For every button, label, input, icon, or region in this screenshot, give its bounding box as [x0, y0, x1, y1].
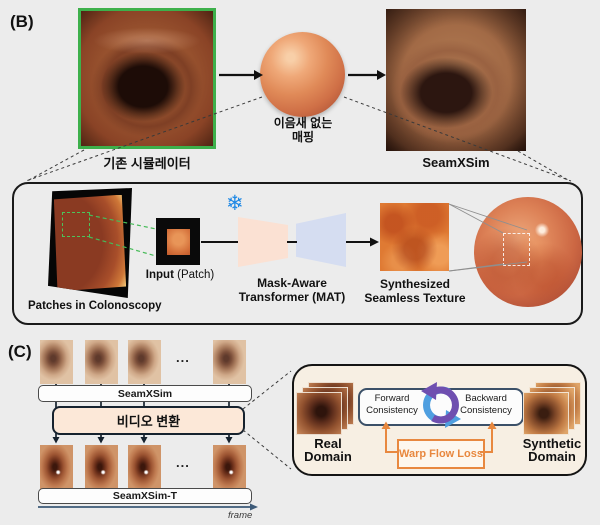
mat-caption: Mask-Aware Transformer (MAT) — [238, 276, 346, 305]
frozen-snowflake-icon: ❄ — [226, 192, 244, 215]
forward-consistency-label: Forward Consistency — [366, 393, 418, 416]
real-frame-front — [296, 392, 342, 435]
seamxsim-caption: SeamXSim — [422, 155, 490, 170]
translated-frame-n — [213, 445, 246, 489]
sim-frame-1 — [40, 340, 73, 384]
backward-consistency-label: Backward Consistency — [460, 393, 512, 416]
mat-encoder-trapezoid — [238, 217, 288, 267]
pipeline-arrowhead — [370, 237, 379, 247]
input-caption: Input (Patch) — [145, 269, 215, 281]
textured-sphere-small — [260, 32, 345, 117]
frame-connector-arrowheads — [52, 437, 233, 444]
warp-flow-loss-box: Warp Flow Loss — [397, 439, 485, 469]
patches-caption: Patches in Colonoscopy — [28, 300, 162, 312]
consistency-box — [358, 388, 524, 426]
existing-simulator-image — [78, 8, 216, 149]
synthetic-domain-image-stack — [523, 382, 581, 435]
zoom-dashed-lines-c — [242, 370, 292, 470]
cycle-arrows-icon — [421, 382, 461, 428]
input-patch-image — [167, 229, 190, 255]
frame-axis-label: frame — [228, 510, 253, 521]
synthetic-domain-caption: Synthetic Domain — [522, 436, 582, 464]
seamless-mapping-caption: 이음새 없는 매핑 — [273, 116, 333, 144]
existing-simulator-caption: 기존 시뮬레이터 — [103, 156, 191, 171]
panel-b-arrowheads — [254, 70, 386, 80]
sim-frame-n — [213, 340, 246, 384]
synthesized-texture-image — [380, 203, 449, 271]
colonoscopy-photo-surface — [53, 194, 127, 292]
synthetic-frame-front — [523, 392, 569, 435]
warp-loss-arrowheads — [381, 421, 497, 429]
ellipsis-top: ... — [176, 350, 190, 365]
colonoscopy-patches-photo — [48, 188, 132, 298]
seamxsim-bar: SeamXSim — [38, 385, 252, 402]
translated-frame-2 — [85, 445, 118, 489]
real-domain-image-stack — [296, 382, 354, 435]
real-domain-caption: Real Domain — [304, 436, 352, 464]
sim-frame-2 — [85, 340, 118, 384]
warp-loss-connectors — [385, 428, 493, 453]
translated-frame-1 — [40, 445, 73, 489]
synthesized-caption: Synthesized Seamless Texture — [364, 277, 466, 306]
projection-lines — [448, 203, 528, 272]
textured-sphere-large — [474, 197, 582, 307]
panel-b-label: (B) — [10, 12, 34, 31]
seamxsim-result-image — [386, 9, 526, 151]
zoom-dashed-lines-b — [25, 96, 572, 182]
video-translation-box: 비디오 변환 — [52, 406, 245, 435]
texture-pipeline-box — [12, 182, 583, 325]
patch-selection-rect — [62, 212, 90, 237]
sim-frame-3 — [128, 340, 161, 384]
mat-decoder-trapezoid — [296, 213, 346, 267]
texture-projection-rect — [503, 233, 530, 266]
panel-c-label: (C) — [8, 342, 32, 361]
patch-extraction-lines — [88, 214, 157, 257]
frame-axis-arrow — [38, 503, 258, 511]
ellipsis-bottom: ... — [176, 455, 190, 470]
translated-frame-3 — [128, 445, 161, 489]
seamxsim-t-bar: SeamXSim-T — [38, 488, 252, 504]
